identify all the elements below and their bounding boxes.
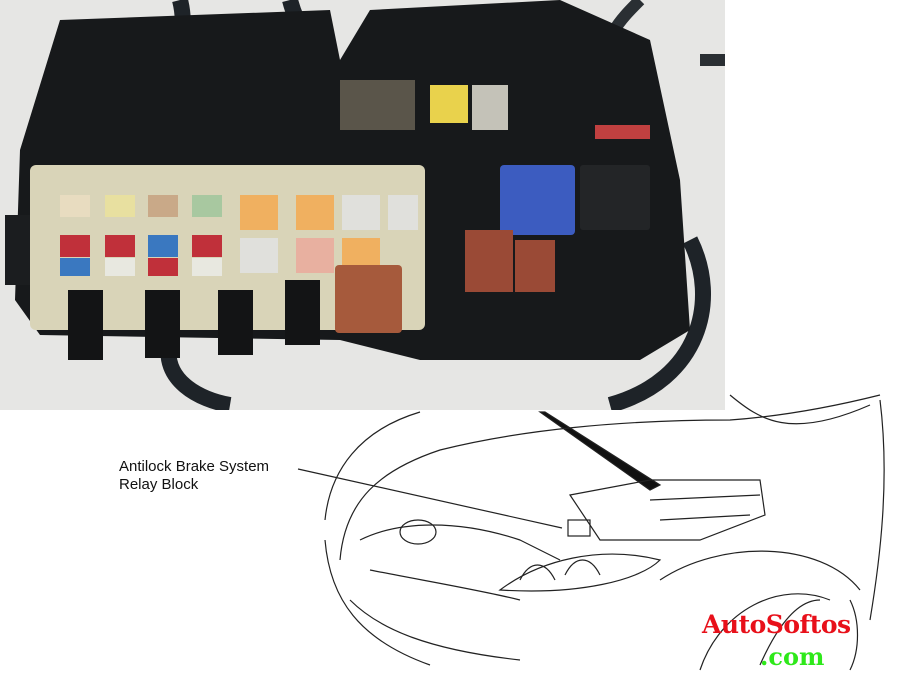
relays — [68, 80, 650, 360]
watermark-brand: AutoSoftos — [702, 610, 851, 639]
callout-line-1: Antilock Brake System — [119, 458, 270, 475]
fuses — [60, 195, 418, 276]
callout-line-2: Relay Block — [119, 476, 199, 493]
callout-label: Antilock Brake System Relay Block — [119, 458, 269, 494]
car-line-drawing — [297, 394, 885, 671]
watermark-domain: .com — [760, 642, 825, 671]
